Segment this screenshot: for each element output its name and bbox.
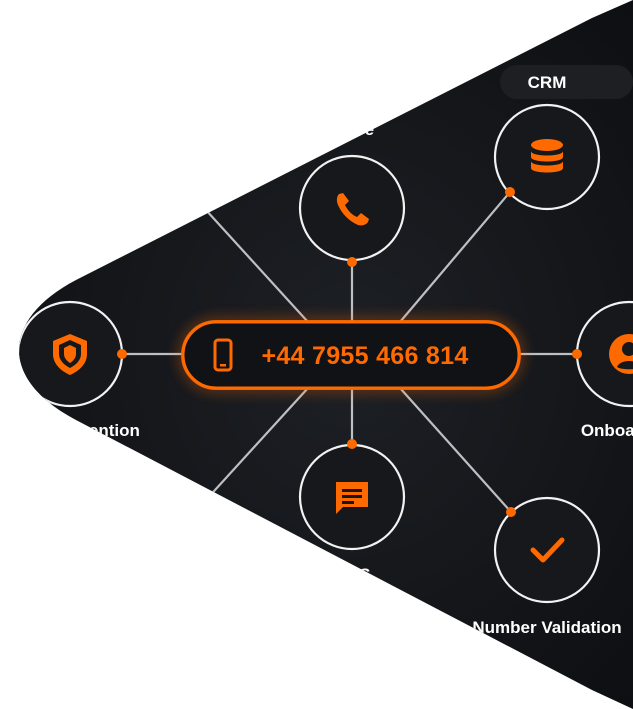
node-validation-label: Number Validation xyxy=(472,618,621,637)
node-onboarding-dot xyxy=(572,349,582,359)
database-icon xyxy=(531,139,563,173)
node-crm-dot xyxy=(505,187,515,197)
line-validation xyxy=(399,387,512,513)
mobile-phone-icon xyxy=(213,338,233,372)
node-validation-ring xyxy=(493,496,601,604)
node-number-validation[interactable]: Number Validation xyxy=(472,496,622,637)
node-fraud-label: Fraud Prevention xyxy=(0,421,140,440)
node-onboarding[interactable]: Onboarding xyxy=(572,300,633,440)
pill-body xyxy=(181,320,521,390)
node-crm-label: CRM xyxy=(528,73,567,92)
node-sms-label: SMS xyxy=(334,565,371,584)
checkmark-icon xyxy=(530,537,565,563)
connector-lines xyxy=(122,191,577,513)
node-fraud-dot xyxy=(117,349,127,359)
center-phone-number: +44 7955 466 814 xyxy=(261,342,468,370)
node-voice-label: Voice xyxy=(330,120,374,139)
node-sms-dot xyxy=(347,439,357,449)
node-onboarding-label: Onboarding xyxy=(581,421,633,440)
node-crm[interactable]: CRM xyxy=(493,73,601,211)
message-icon xyxy=(336,482,368,514)
line-crm xyxy=(399,191,511,323)
node-voice-dot xyxy=(347,257,357,267)
node-voice-ring xyxy=(298,154,406,262)
line-bottom-left xyxy=(194,387,309,513)
line-top-left xyxy=(194,197,309,323)
top-band xyxy=(500,65,633,99)
shield-icon xyxy=(53,334,87,375)
node-validation-dot xyxy=(506,507,516,517)
center-phone-pill[interactable]: +44 7955 466 814 xyxy=(181,320,521,390)
phone-icon xyxy=(336,193,369,226)
